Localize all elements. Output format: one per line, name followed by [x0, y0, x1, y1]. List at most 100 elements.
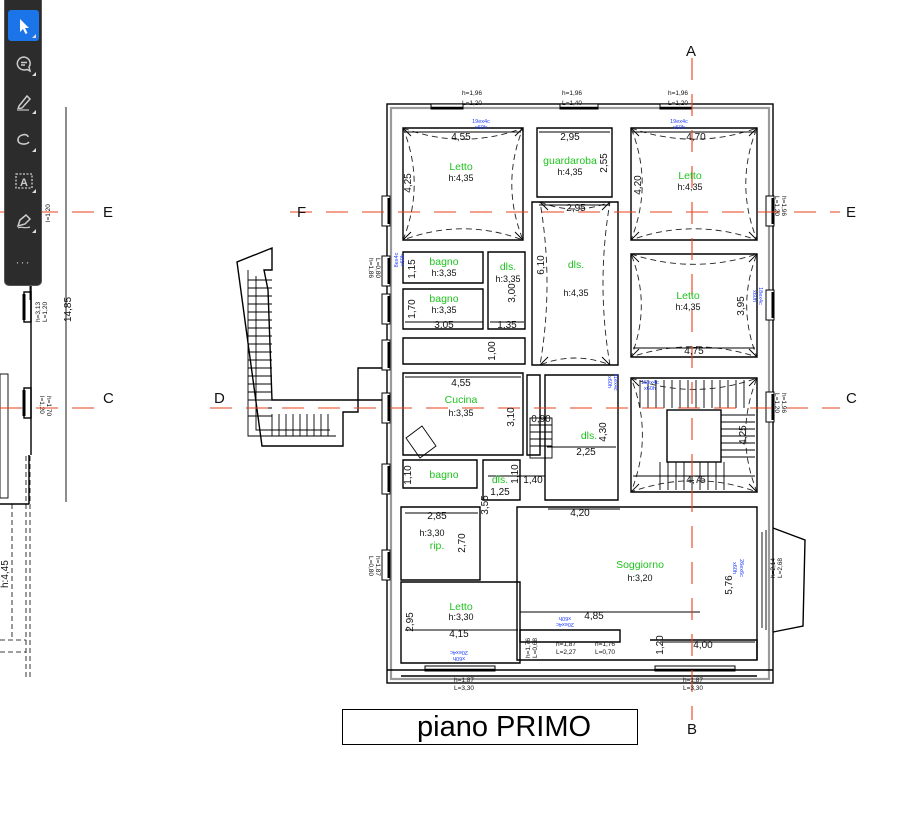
room-name: Letto [676, 290, 700, 302]
highlight-tool-button[interactable] [8, 86, 39, 117]
dimension-label: 2,85 [427, 511, 447, 522]
room-name: Letto [449, 161, 473, 173]
dimension-label: 4,00 [693, 640, 713, 651]
window-width: L=3,30 [683, 685, 703, 692]
room-height: h:4,35 [677, 182, 702, 192]
window-height: h=1,76 [595, 641, 615, 648]
room-name: dls. [492, 474, 508, 486]
cursor-arrow-icon [19, 18, 29, 34]
window-labels: h=1,96 L=1,20 19ex4c x60h h=1,96 L=1,40 … [367, 90, 787, 692]
window-spec: x60h [644, 386, 656, 392]
axis-label-c: C [846, 390, 857, 407]
window-height: h=2,14 [770, 558, 777, 578]
annotation-toolbar: A ··· [4, 0, 42, 286]
dimension-label: 3,55 [480, 495, 491, 515]
dimension-label: 3,10 [506, 407, 517, 427]
axis-label-b: B [687, 721, 697, 738]
window-width: L=1,20 [773, 196, 780, 216]
text-box-icon: A [14, 172, 33, 189]
comment-tool-button[interactable] [8, 48, 39, 79]
dimension-label: 4,75 [684, 346, 704, 357]
dimension-label: 4,70 [686, 132, 706, 143]
room-height: h:4,35 [557, 167, 582, 177]
draw-tool-button[interactable] [8, 124, 39, 155]
window-height: h=1,96 [462, 90, 482, 97]
window-spec: 11ex4c [612, 373, 618, 391]
dimension-label: 1,40 [523, 475, 543, 486]
window-spec: 26ex6c [738, 559, 744, 577]
dimension-label: 1,10 [403, 465, 414, 485]
external-stair [236, 246, 385, 447]
window-spec: 20ex4c [556, 621, 574, 627]
left-window-label: l=1,20 [38, 396, 45, 414]
dimension-label: 1,35 [497, 320, 517, 331]
window-spec: x60h [751, 290, 757, 302]
dimension-label: 2,70 [457, 533, 468, 553]
left-window-label: h=3,13 [35, 302, 42, 322]
axis-label-c-left: C [103, 390, 114, 407]
dimension-label: 4,85 [584, 611, 604, 622]
left-sheet: l=1,20 h=3,13 L=1,20 l=1,20 h=1,70 14,85… [0, 107, 74, 680]
room-height: h:3,20 [627, 573, 652, 583]
room-height: h:4,35 [675, 302, 700, 312]
window-height: h=1,87 [683, 677, 703, 684]
window-width: L=1,20 [462, 100, 482, 107]
window-spec: 19ex4c [670, 119, 688, 125]
window-height: h=1,96 [562, 90, 582, 97]
window-spec: 18ex4c [757, 287, 763, 305]
axis-label-d: D [214, 390, 225, 407]
window-height: h=1,87 [454, 677, 474, 684]
window-spec: x60h [559, 615, 571, 621]
more-tools-button[interactable]: ··· [15, 255, 31, 269]
axis-label-e-left: E [103, 204, 113, 221]
room-height: h:3,30 [448, 612, 473, 622]
text-tool-button[interactable]: A [8, 165, 39, 196]
room-height: h:3,35 [495, 274, 520, 284]
window-width: L=0,80 [374, 258, 381, 278]
window-width: L=1,20 [668, 100, 688, 107]
room-labels: Letto h:4,35 guardaroba h:4,35 Letto h:4… [419, 155, 702, 622]
room-name: rip. [430, 540, 445, 552]
room-name: Cucina [445, 394, 478, 406]
drawing-title: piano PRIMO [417, 711, 592, 743]
window-spec: x60h [453, 655, 465, 661]
room-name: bagno [429, 256, 458, 268]
dimension-label: 2,95 [566, 203, 586, 214]
window-spec: 19ex4c [472, 119, 490, 125]
window-height: h=1,96 [780, 393, 787, 413]
left-window-label: l=1,20 [45, 204, 52, 222]
window-width: L=1,40 [562, 100, 582, 107]
dimension-label: 3,95 [736, 296, 747, 316]
room-name: Letto [678, 170, 702, 182]
dimension-label: 1,00 [487, 341, 498, 361]
dimension-label: 0,90 [531, 414, 551, 425]
dimension-label: h:4,45 [0, 560, 11, 588]
window-height: h=1,86 [367, 258, 374, 278]
window-width: L=1,20 [773, 393, 780, 413]
room-height: h:4,35 [563, 288, 588, 298]
room-name: dls. [500, 261, 516, 273]
room-name: dls. [568, 259, 584, 271]
signature-pen-icon [16, 213, 31, 229]
window-spec: 15ex4c [641, 380, 659, 386]
dimension-label: 6,10 [536, 255, 547, 275]
room-name: Letto [449, 601, 473, 613]
dimension-label: 4,15 [449, 629, 469, 640]
building-walls [381, 103, 806, 684]
window-spec: 20ex4c [450, 649, 468, 655]
dimension-label: 1,10 [510, 464, 521, 484]
window-spec: x60h [673, 125, 685, 131]
left-window-label: h=1,70 [45, 396, 52, 416]
sign-tool-button[interactable] [8, 205, 39, 236]
window-spec: x60h [475, 125, 487, 131]
comment-bubble-icon [16, 55, 31, 72]
window-width: L=0,70 [595, 649, 615, 656]
select-tool-button[interactable] [8, 10, 39, 41]
room-height: h:3,30 [419, 528, 444, 538]
window-width: L=3,30 [454, 685, 474, 692]
dimension-label: 5,76 [724, 575, 735, 595]
room-height: h:3,35 [431, 305, 456, 315]
dimension-label: 2,55 [599, 153, 610, 173]
